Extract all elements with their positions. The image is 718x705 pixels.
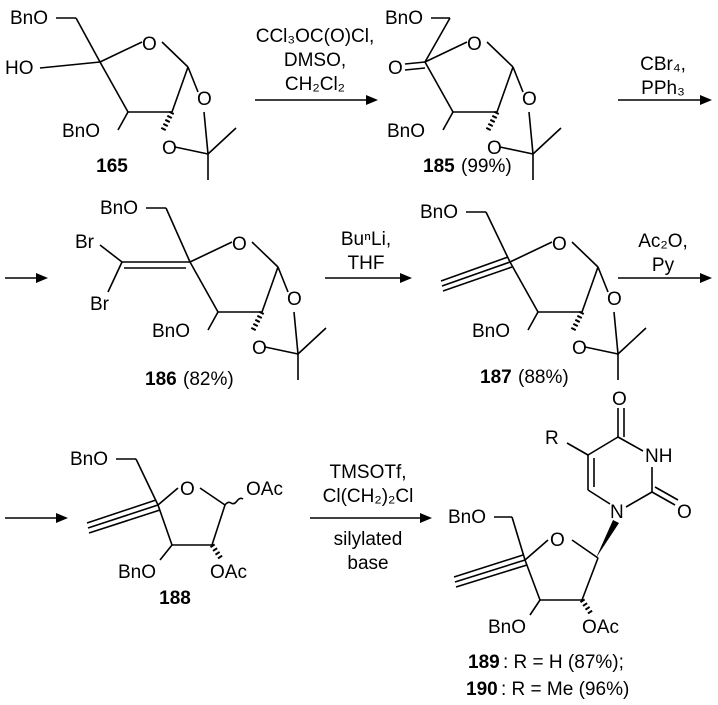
compound-185: BnO O O BnO O O 185 (99%) xyxy=(385,8,561,180)
reagent: Ac₂O, xyxy=(638,231,688,252)
compound-189-190: BnO O BnO OAc N R O NH O 189 : R = H (87… xyxy=(448,389,692,700)
reaction-arrow-4: Ac₂O, Py xyxy=(618,231,712,283)
atom-label: BnO xyxy=(10,8,48,29)
atom-label: O xyxy=(612,389,627,410)
reagent: CBr₄, xyxy=(640,54,686,75)
atom-label: O xyxy=(677,502,692,523)
atom-label: BnO xyxy=(100,198,138,219)
compound-number: 189 xyxy=(468,652,500,673)
compound-187: BnO O BnO O O 187 (88%) xyxy=(420,202,646,388)
atom-label: O xyxy=(572,338,587,359)
yield: (82%) xyxy=(183,369,234,390)
atom-label: O xyxy=(197,89,212,110)
atom-label: Br xyxy=(90,294,110,315)
compound-188: BnO O OAc BnO OAc 188 xyxy=(70,449,283,609)
compound-number: 190 xyxy=(466,679,498,700)
yield: (99%) xyxy=(461,156,512,177)
atom-label: O xyxy=(142,34,157,55)
atom-label: HO xyxy=(5,58,34,79)
compound-165: BnO HO O BnO O O 165 xyxy=(5,8,236,180)
compound-number: 165 xyxy=(96,156,128,177)
reagent: CH₂Cl₂ xyxy=(285,74,345,95)
atom-label: O xyxy=(287,289,302,310)
alkyne-highlight xyxy=(453,554,528,588)
reagent: TMSOTf, xyxy=(329,462,406,483)
atom-label: O xyxy=(162,138,177,159)
atom-label: O xyxy=(552,234,567,255)
compound-number: 186 xyxy=(145,369,177,390)
reaction-arrow-5: TMSOTf, Cl(CH₂)₂Cl silylated base xyxy=(310,462,432,574)
reagent: base xyxy=(347,553,388,574)
atom-label: O xyxy=(388,58,403,79)
reagent: PPh₃ xyxy=(641,78,685,99)
atom-label: BnO xyxy=(448,507,486,528)
atom-label: BnO xyxy=(118,562,156,583)
atom-label: NH xyxy=(645,446,672,467)
compound-number: 188 xyxy=(159,588,191,609)
reagent: DMSO, xyxy=(284,50,346,71)
compound-number: 185 xyxy=(423,156,455,177)
atom-label: BnO xyxy=(62,121,100,142)
reagent: CCl₃OC(O)Cl, xyxy=(256,26,375,47)
atom-label: N xyxy=(610,502,624,523)
compound-desc: : R = H (87%); xyxy=(503,652,624,673)
atom-label: O xyxy=(487,138,502,159)
reagent: silylated xyxy=(334,529,403,550)
reagent: BuⁿLi, xyxy=(341,229,391,250)
atom-label: O xyxy=(467,34,482,55)
reagent: THF xyxy=(348,253,385,274)
atom-label: OAc xyxy=(210,562,247,583)
atom-label: OAc xyxy=(246,479,283,500)
atom-label: BnO xyxy=(152,321,190,342)
reagent: Cl(CH₂)₂Cl xyxy=(323,486,414,507)
atom-label: O xyxy=(252,338,267,359)
atom-label: O xyxy=(180,479,195,500)
atom-label: BnO xyxy=(420,202,458,223)
atom-label: O xyxy=(550,530,565,551)
atom-label: Br xyxy=(75,232,95,253)
atom-label: BnO xyxy=(70,449,108,470)
atom-label: O xyxy=(607,289,622,310)
atom-label: O xyxy=(232,234,247,255)
compound-number: 187 xyxy=(480,367,512,388)
atom-label: O xyxy=(522,89,537,110)
reaction-arrow-1: CCl₃OC(O)Cl, DMSO, CH₂Cl₂ xyxy=(255,26,378,105)
atom-label: R xyxy=(545,428,559,449)
reaction-arrow-3: BuⁿLi, THF xyxy=(325,229,412,283)
atom-label: BnO xyxy=(472,321,510,342)
reagent: Py xyxy=(652,255,675,276)
atom-label: BnO xyxy=(387,121,425,142)
reaction-arrow-2: CBr₄, PPh₃ xyxy=(618,54,712,105)
yield: (88%) xyxy=(518,367,569,388)
atom-label: BnO xyxy=(488,617,526,638)
compound-desc: : R = Me (96%) xyxy=(501,679,629,700)
atom-label: OAc xyxy=(582,617,619,638)
compound-186: BnO Br Br O BnO O O 186 (82%) xyxy=(75,198,326,390)
atom-label: BnO xyxy=(385,8,423,29)
